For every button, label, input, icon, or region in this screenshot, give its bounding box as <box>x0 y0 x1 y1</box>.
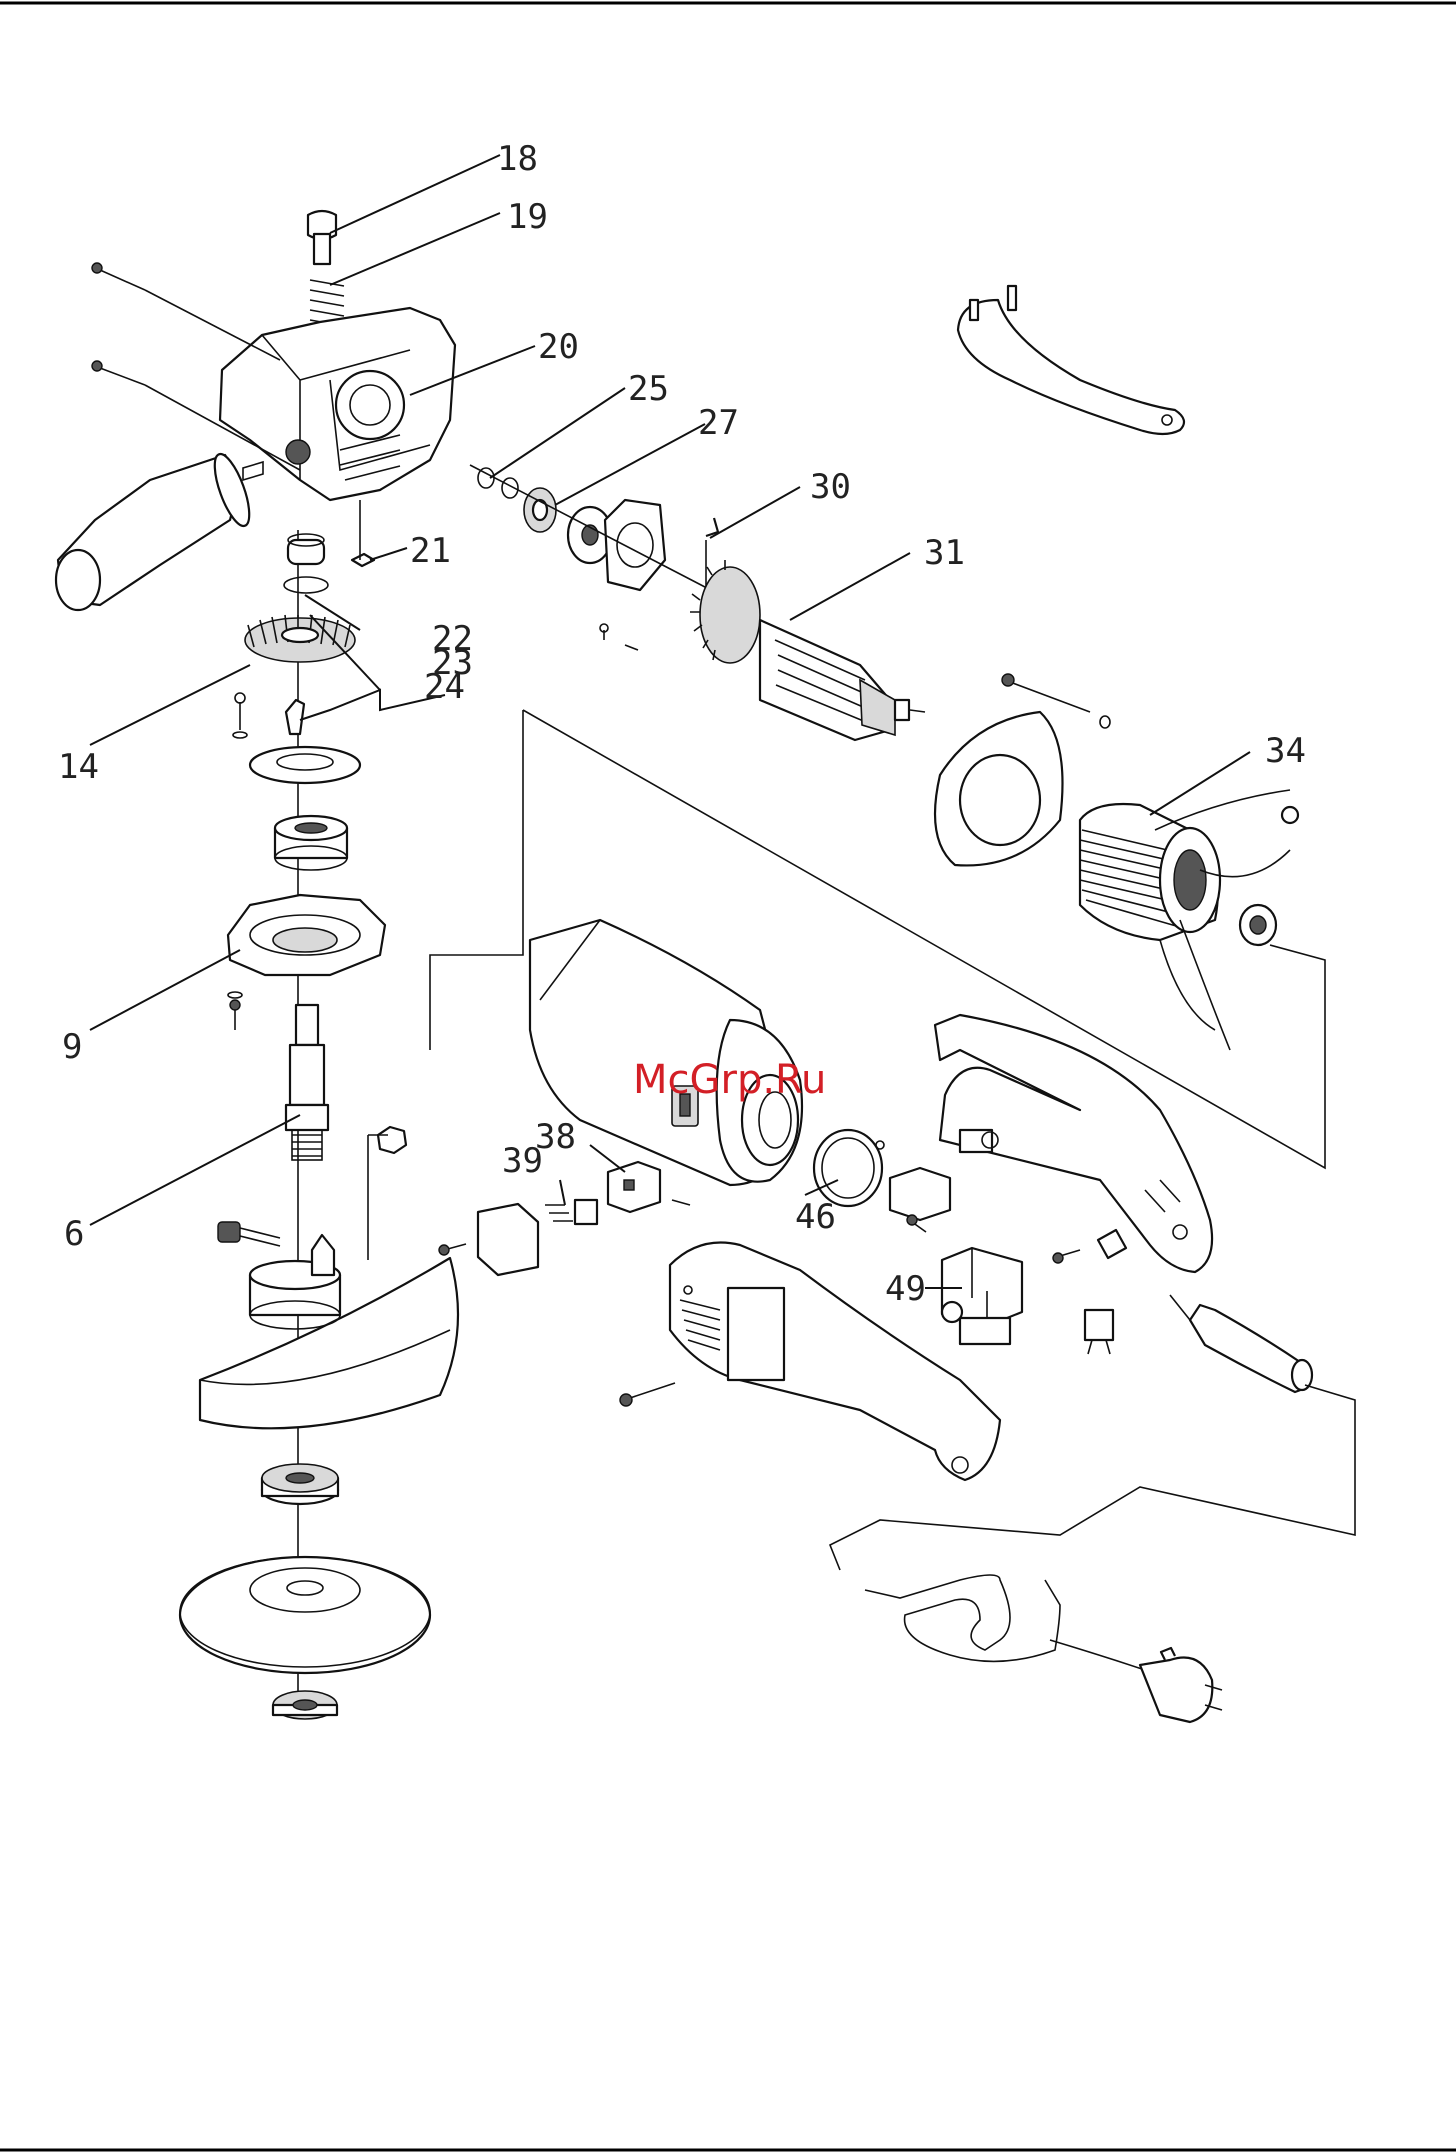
strain-relief-clamp <box>1053 1230 1126 1263</box>
spindle-lock-button <box>308 211 336 264</box>
spindle <box>286 1005 328 1160</box>
fan-baffle <box>935 712 1063 865</box>
guard-clamp-screw <box>218 1222 280 1246</box>
side-handle <box>56 450 263 610</box>
ball-bearing-lower <box>275 816 347 870</box>
watermark: McGrp.Ru <box>633 1057 826 1103</box>
pinion-gear <box>524 488 556 532</box>
bearing-plate <box>605 500 665 590</box>
callout-21: 21 <box>410 531 451 571</box>
outer-flange-nut <box>273 1691 337 1719</box>
cord-guard <box>1190 1305 1312 1392</box>
bearing-retainer-plate <box>250 747 360 783</box>
callout-14: 14 <box>58 747 99 787</box>
plate-screws <box>600 624 638 650</box>
screw-axis-upper <box>145 290 280 360</box>
callout-18: 18 <box>497 139 538 179</box>
fan-cover <box>814 1130 884 1206</box>
retainer-clip <box>286 700 304 734</box>
callout-19: 19 <box>507 197 548 237</box>
bushing <box>288 534 324 564</box>
cover-screw <box>228 992 242 1030</box>
carbon-brush <box>545 1200 597 1224</box>
housing-screw-lower <box>92 361 145 385</box>
gear-housing <box>220 308 455 500</box>
housing-screw-upper <box>92 263 145 290</box>
callout-31: 31 <box>924 533 965 573</box>
clamp-nut <box>378 1127 406 1153</box>
brush-holder <box>608 1162 660 1212</box>
inner-flange <box>262 1464 338 1504</box>
brush-cap <box>478 1204 538 1275</box>
callout-34: 34 <box>1265 731 1306 771</box>
cord-route <box>1170 1295 1190 1320</box>
grinding-disc <box>180 1557 430 1673</box>
brush-cap-screw <box>439 1244 466 1255</box>
power-plug <box>1140 1648 1222 1722</box>
callout-6: 6 <box>64 1214 84 1254</box>
power-cord <box>865 1575 1145 1670</box>
switch <box>942 1248 1022 1344</box>
callout-24: 24 <box>424 667 465 707</box>
callout-30: 30 <box>810 467 851 507</box>
small-screw-24 <box>233 693 247 738</box>
callout-9: 9 <box>62 1027 82 1067</box>
handle-screw <box>620 1383 675 1406</box>
wheel-guard <box>200 1235 458 1428</box>
filter-capacitor <box>890 1168 950 1220</box>
callout-46: 46 <box>795 1197 836 1237</box>
bearing-cover <box>228 895 385 975</box>
pin-spanner-wrench <box>958 286 1184 434</box>
armature-axis <box>470 465 730 600</box>
bevel-gear <box>245 615 355 662</box>
brush-screw <box>672 1200 690 1205</box>
rear-handle-upper <box>935 1015 1212 1272</box>
armature <box>690 560 925 740</box>
baffle-clip <box>706 518 718 536</box>
callout-27: 27 <box>698 403 739 443</box>
callout-25: 25 <box>628 369 669 409</box>
rear-bearing <box>1240 905 1276 945</box>
capacitor-block <box>1085 1310 1113 1354</box>
callout-39: 39 <box>502 1141 543 1181</box>
circlip <box>284 577 328 593</box>
callout-49: 49 <box>885 1269 926 1309</box>
callout-20: 20 <box>538 327 579 367</box>
